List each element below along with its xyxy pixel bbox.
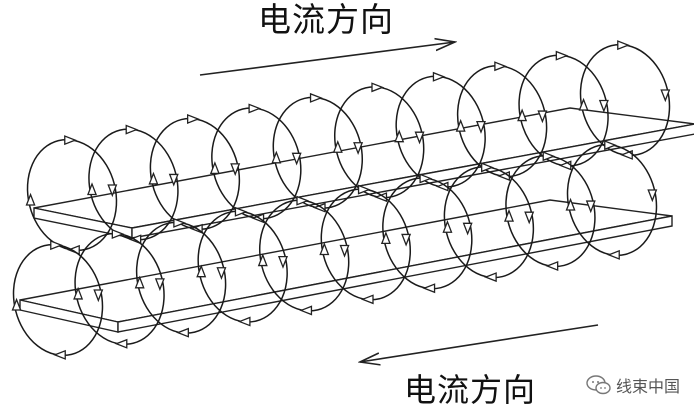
lower-field-arrow-marker [339,244,350,258]
upper-field-arrow-marker [475,120,486,134]
lower-field-arrow-marker [585,200,596,214]
watermark-text: 线束中国 [616,377,681,396]
current-direction-label-bottom: 电流方向 [404,371,537,409]
lower-field-arrow-marker [237,316,251,327]
upper-field-arrow-marker [87,182,98,196]
current-arrow-bottom [360,324,599,362]
lower-field-arrow-marker [53,349,66,360]
upper-field-arrow-marker [209,161,220,175]
lower-field-arrow-marker [296,195,310,206]
upper-field-arrow-marker [660,89,671,103]
upper-field-arrow-marker [248,103,262,114]
upper-field-arrow-marker [271,150,282,164]
upper-field-arrow-marker [25,192,36,206]
lower-field-arrow-marker [565,197,576,211]
upper-field-arrow-marker [332,140,343,153]
upper-field-arrow-marker [455,118,466,132]
lower-field-arrow-marker [483,272,497,283]
upper-field-arrow-marker [537,110,548,124]
upper-field-arrow-marker [371,82,385,93]
lower-field-arrow-marker [234,206,248,217]
lower-field-arrow-marker [419,173,433,184]
upper-field-arrow-marker [168,173,179,187]
upper-field-arrow-marker [432,71,446,82]
lower-field-loops [11,140,658,360]
lower-field-arrow-marker [176,327,189,338]
upper-field-arrow-marker [617,40,630,51]
lower-field-arrow-marker [11,297,22,311]
lower-field-arrow-marker [216,267,227,280]
lower-field-arrow-marker [111,229,125,240]
wechat-icon [586,375,611,395]
upper-field-arrow-marker [309,92,323,103]
upper-field-arrow-marker [578,97,589,111]
lower-field-arrow-marker [604,140,617,151]
lower-field-arrow-marker [277,255,288,269]
lower-field-arrow-marker [154,278,165,292]
upper-field-arrow-marker [230,163,241,177]
lower-field-arrow-marker [93,289,104,303]
lower-field-arrow-marker [319,242,330,256]
lower-field-arrow-marker [542,151,556,162]
lower-field-arrow-marker [50,240,63,251]
lower-field-arrow-marker [360,294,374,305]
upper-field-arrow-marker [598,99,609,113]
upper-field-arrow-marker [414,131,425,145]
lower-field-arrow-marker [462,222,473,236]
current-direction-label-top: 电流方向 [258,0,394,39]
lower-field-arrow-marker [607,249,620,260]
lower-field-arrow-marker [299,305,313,316]
upper-field-arrow-marker [64,135,77,146]
lower-field-arrow-marker [114,338,128,349]
lower-field-arrow-marker [357,184,371,195]
upper-field-arrow-marker [148,171,159,185]
lower-field-arrow-marker [481,162,494,173]
lower-field-arrow-marker [524,211,535,225]
lower-field-arrow-marker [442,220,453,233]
upper-field-arrow-marker [107,184,118,198]
lower-field-arrow-marker [504,208,515,222]
upper-field-arrow-marker [291,152,302,166]
lower-field-arrow-marker [73,286,84,300]
lower-field-arrow-marker [647,189,658,203]
upper-field-arrow-marker [555,50,569,61]
upper-field-arrow-marker [353,142,364,155]
upper-field-arrow-marker [494,61,508,72]
upper-field-arrow-marker [558,160,572,171]
lower-field-arrow-marker [196,264,207,278]
upper-conductor [33,107,694,239]
upper-field-arrow-marker [125,124,139,135]
lower-field-arrow-marker [401,233,412,247]
lower-field-arrow-marker [545,260,559,271]
lower-field-arrow-marker [257,253,268,267]
upper-field-arrow-marker [517,108,528,122]
upper-field-arrow-marker [187,114,200,125]
lower-field-arrow-marker [134,275,145,289]
lower-field-arrow-marker [422,283,436,294]
lower-field-arrow-marker [173,217,187,228]
lower-field-arrow-marker [380,231,391,245]
current-arrow-top [199,42,455,76]
lower-conductor [19,199,673,333]
watermark: 线束中国 [586,372,680,398]
upper-field-arrow-marker [394,129,405,143]
